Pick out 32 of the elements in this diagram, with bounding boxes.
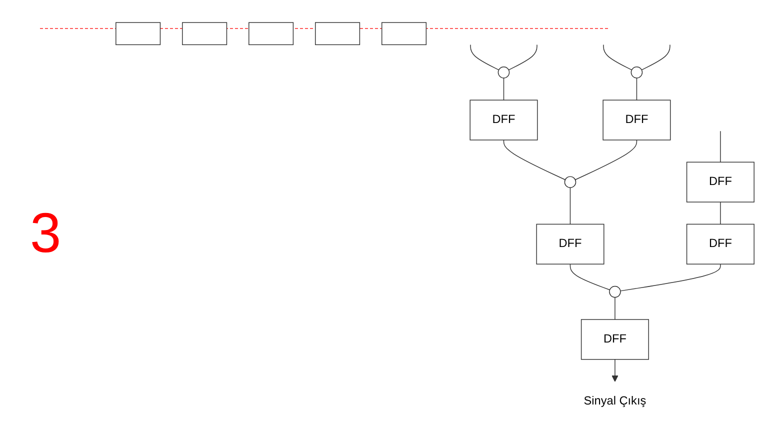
connector [620, 264, 721, 292]
node-box [381, 22, 427, 46]
connector [570, 187, 571, 225]
node-box: DFF [602, 100, 671, 140]
node-box: DFF [686, 162, 754, 202]
connector [503, 140, 566, 180]
node-box: DFF [580, 319, 649, 360]
node-box: DFF [686, 224, 754, 264]
node-box [248, 22, 294, 46]
connector [470, 44, 500, 70]
connector [720, 130, 721, 163]
node-box: DFF [470, 100, 538, 140]
connector [508, 44, 538, 70]
connector [503, 78, 504, 100]
connector [720, 202, 721, 225]
node-circle [630, 66, 643, 78]
node-box [116, 22, 161, 46]
connector [614, 296, 616, 320]
node-circle [498, 66, 510, 78]
node-box [315, 22, 360, 46]
node-circle [564, 176, 576, 188]
connector [570, 264, 610, 290]
arrow [612, 359, 618, 382]
panel-number: 3 [30, 200, 62, 265]
connector [641, 44, 670, 70]
connector [574, 140, 638, 180]
node-box: DFF [536, 224, 604, 264]
connector [636, 78, 638, 100]
node-text: Sinyal Çıkış [584, 394, 646, 408]
node-circle [609, 286, 621, 298]
node-box [182, 22, 228, 46]
connector [603, 44, 632, 70]
